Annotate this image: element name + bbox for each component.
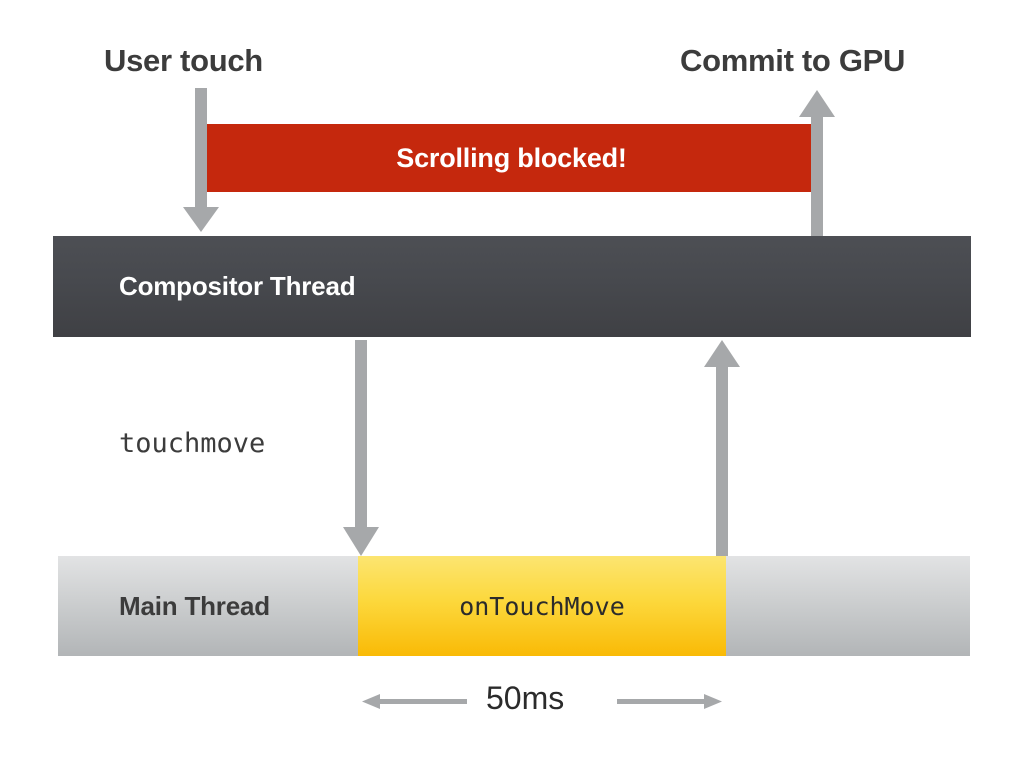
scrolling-blocked-banner: Scrolling blocked! — [206, 124, 817, 192]
commit-to-gpu-label: Commit to GPU — [680, 43, 906, 78]
on-touch-move-task-block: onTouchMove — [358, 556, 726, 656]
on-touch-move-label: onTouchMove — [459, 591, 625, 621]
duration-label: 50ms — [486, 680, 565, 716]
duration-right-arrow — [617, 694, 722, 709]
user-touch-label: User touch — [104, 43, 263, 78]
main-thread-label: Main Thread — [119, 590, 270, 621]
touchmove-event-label: touchmove — [119, 428, 266, 459]
return-up-arrow — [704, 340, 740, 556]
scrolling-blocked-label: Scrolling blocked! — [396, 142, 627, 173]
duration-left-arrow — [362, 694, 467, 709]
dispatch-down-arrow — [343, 340, 379, 556]
compositor-thread-lane: Compositor Thread — [53, 236, 971, 337]
compositor-thread-label: Compositor Thread — [119, 271, 356, 301]
